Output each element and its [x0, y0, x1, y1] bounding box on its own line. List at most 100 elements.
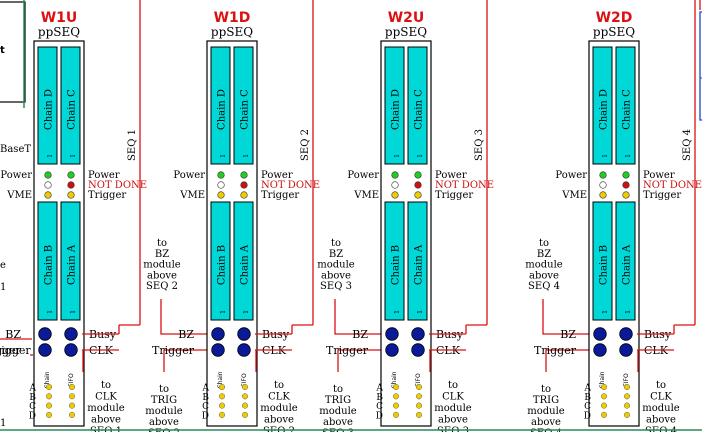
abcd-label: A: [29, 384, 37, 394]
fifo-status-led: [68, 393, 76, 400]
chain-c-board-label: Chain C: [414, 89, 425, 130]
small-chain-label: Chain: [599, 371, 606, 388]
bz-note: to: [331, 238, 341, 249]
abcd-label: D: [29, 411, 36, 421]
chain-status-led: [45, 393, 53, 400]
clk-note: above: [438, 415, 468, 426]
bz-note: SEQ 3: [320, 281, 352, 292]
bz-note: to: [539, 238, 549, 249]
bz-label: BZ: [5, 328, 21, 341]
bz-note: SEQ 2: [146, 281, 178, 292]
small-fifo-label: FIFO: [241, 373, 248, 387]
clk-note: to: [448, 380, 458, 391]
trig-note: TRIG: [533, 395, 559, 406]
chain-status-led: [45, 411, 53, 418]
small-chain-label: Chain: [391, 371, 398, 388]
clk-note: above: [646, 415, 676, 426]
power-led-right: [622, 171, 630, 179]
clk-note: module: [434, 403, 472, 414]
fifo-status-led: [241, 402, 249, 409]
clk-note: to: [274, 380, 284, 391]
chain-a-board-label: Chain A: [622, 244, 633, 285]
trigger-connector: [593, 343, 607, 357]
busy-connector: [619, 327, 633, 341]
clk-note: to: [101, 380, 111, 391]
chain-marker: 1: [220, 310, 227, 314]
module-subtitle: ppSEQ: [38, 25, 80, 39]
chain-c-board-label: Chain C: [67, 89, 78, 130]
chain-b-board: [592, 201, 613, 321]
bz-connector: [385, 327, 399, 341]
chain-marker: 1: [394, 154, 401, 158]
chain-status-led: [218, 383, 226, 391]
trig-note-wire: [545, 349, 589, 372]
clk-note: SEQ 1: [90, 426, 122, 432]
bz-note: module: [525, 260, 563, 271]
left-fragment: 1: [0, 282, 6, 293]
small-chain-label: Chain: [217, 371, 224, 388]
power-led-left: [217, 171, 225, 179]
not-done-label: NOT DONE: [261, 180, 320, 191]
fifo-status-led: [68, 383, 76, 391]
bz-note-wire: [160, 299, 207, 335]
chain-marker: 1: [602, 154, 609, 158]
chain-c-board: [60, 46, 81, 165]
chain-c-board: [615, 46, 636, 165]
bz-note-wire: [542, 299, 589, 335]
power-label: Power: [173, 170, 205, 181]
clk-note: module: [260, 403, 298, 414]
trigger-led-right: [414, 191, 422, 199]
clk-connector: [619, 343, 633, 357]
trigger-led-right: [240, 191, 248, 199]
chain-b-board: [210, 201, 231, 321]
trigger-led-right: [622, 191, 630, 199]
fifo-status-led: [415, 393, 423, 400]
bz-note: to: [157, 238, 167, 249]
chain-status-led: [218, 402, 226, 409]
power-led-right: [240, 171, 248, 179]
trig-note: module: [527, 406, 565, 417]
trigger-label-right: Trigger: [88, 190, 126, 201]
vme-label: VME: [6, 190, 32, 201]
left-trigger-label: rigger: [0, 344, 31, 357]
left-basept-label: BaseT: [0, 144, 31, 155]
clk-note: above: [264, 415, 294, 426]
module-subtitle: ppSEQ: [385, 25, 427, 39]
bz-note: SEQ 4: [528, 281, 560, 292]
clk-note: SEQ 2: [263, 426, 295, 432]
abcd-label: C: [29, 402, 36, 412]
chain-marker: 1: [47, 310, 54, 314]
small-fifo-label: FIFO: [415, 373, 422, 387]
chain-b-board-label: Chain B: [44, 245, 55, 285]
seq-label: SEQ 3: [474, 129, 485, 161]
trigger-led-right: [67, 191, 75, 199]
fifo-status-led: [415, 383, 423, 391]
module-title: W1D: [214, 10, 251, 26]
abcd-label: D: [202, 411, 209, 421]
vme-label: VME: [353, 190, 379, 201]
abcd-label: B: [584, 393, 591, 403]
chain-marker: 1: [243, 154, 250, 158]
trigger-led-left: [217, 191, 225, 199]
chain-marker: 1: [243, 310, 250, 314]
chain-marker: 1: [47, 154, 54, 158]
power-label: Power: [347, 170, 379, 181]
chain-c-board-label: Chain C: [622, 89, 633, 130]
chain-b-board-label: Chain B: [391, 245, 402, 285]
fifo-status-led: [68, 411, 76, 418]
chain-a-board: [60, 201, 81, 321]
not-done-label: NOT DONE: [88, 180, 147, 191]
bz-note: module: [317, 260, 355, 271]
power-led-right: [414, 171, 422, 179]
clk-note: CLK: [268, 392, 290, 403]
clk-note: module: [87, 403, 125, 414]
vme-led: [44, 181, 52, 189]
abcd-label: C: [376, 402, 383, 412]
left-fragment: 1: [0, 418, 6, 429]
clk-connector: [411, 343, 425, 357]
not-done-led: [67, 181, 75, 189]
not-done-led: [240, 181, 248, 189]
power-led-left: [391, 171, 399, 179]
left-fragment: e: [0, 260, 6, 271]
